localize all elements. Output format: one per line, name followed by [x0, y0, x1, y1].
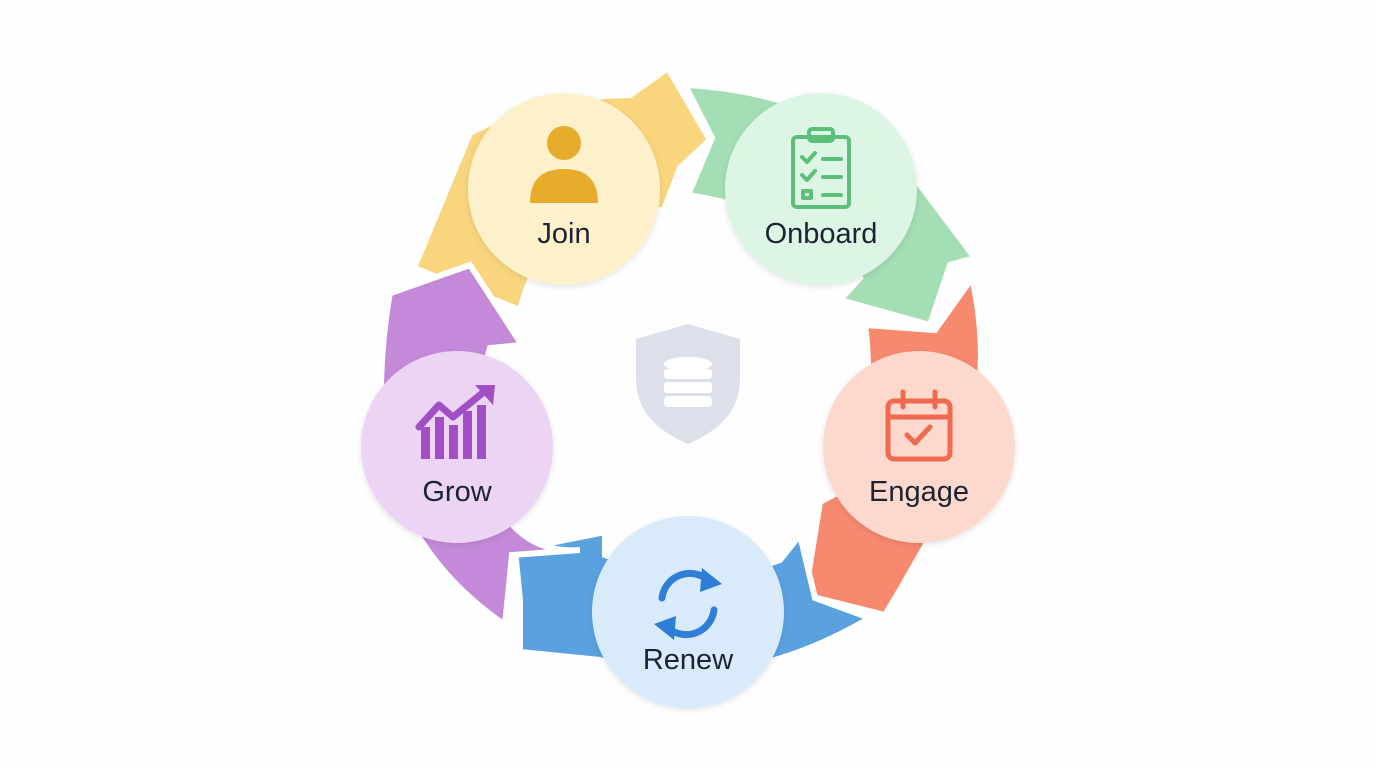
stage-onboard-label: Onboard [765, 218, 878, 250]
stage-onboard: Onboard [725, 93, 917, 285]
stage-renew: Renew [592, 516, 784, 708]
stage-engage-label: Engage [869, 476, 969, 508]
stage-engage-circle [823, 351, 1015, 543]
refresh-icon [654, 568, 722, 640]
calendar-check-icon [885, 389, 953, 462]
stage-renew-label: Renew [643, 644, 734, 676]
clipboard-checklist-icon [791, 127, 851, 209]
stage-onboard-circle [725, 93, 917, 285]
stage-grow-label: Grow [422, 476, 492, 508]
stage-renew-circle [592, 516, 784, 708]
stage-join-label: Join [537, 218, 590, 250]
person-icon [530, 126, 598, 203]
shield-database-icon [636, 324, 740, 444]
stage-join: Join [468, 93, 660, 285]
growth-chart-icon [415, 385, 495, 459]
stage-engage: Engage [823, 351, 1015, 543]
stage-grow: Grow [361, 351, 553, 543]
